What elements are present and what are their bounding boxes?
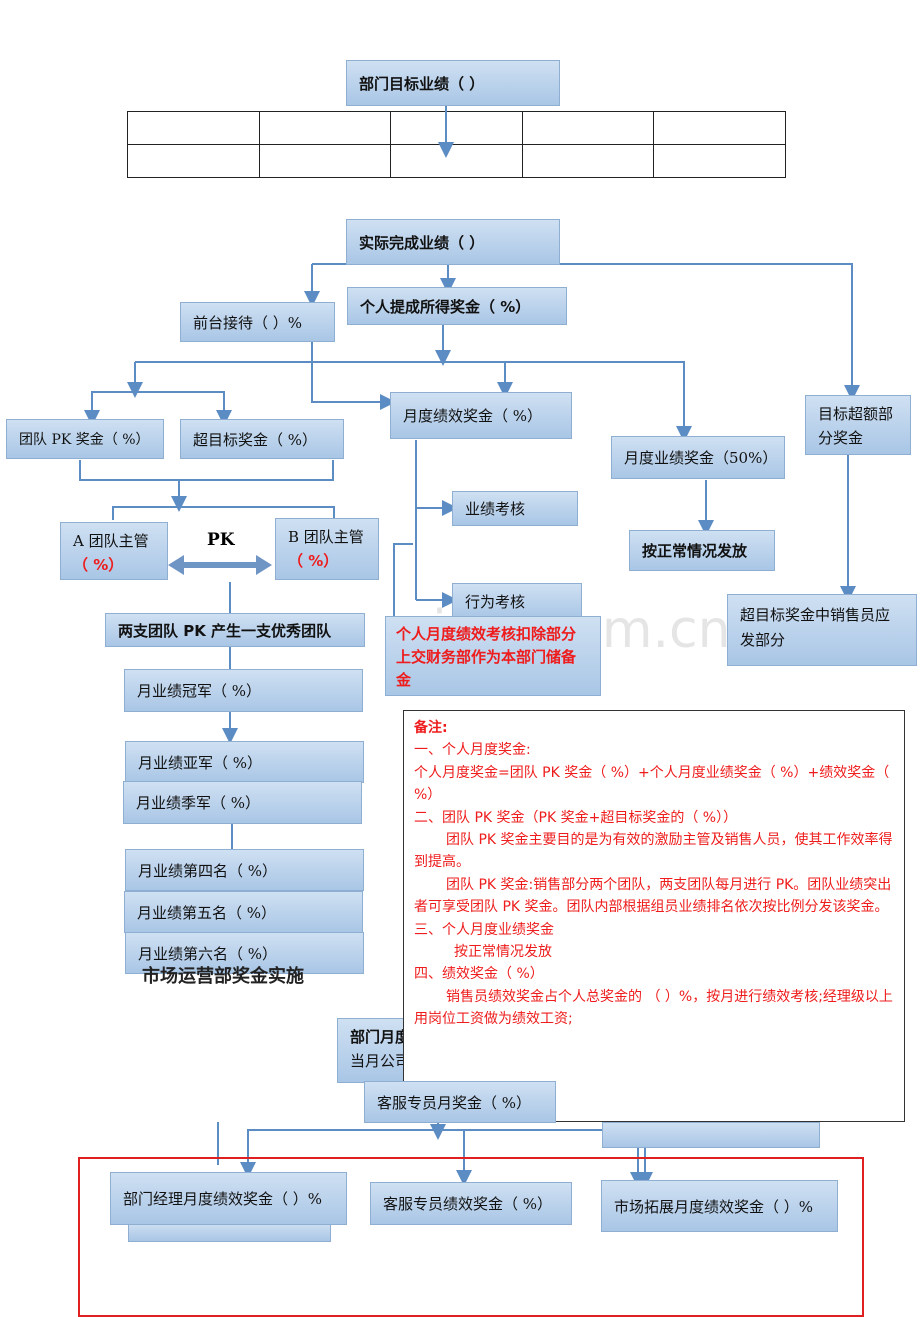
cs-performance-box: 客服专员绩效奖金（ %） <box>370 1182 572 1225</box>
reception-box: 前台接待（ ）% <box>180 302 335 342</box>
dept-monthly-line1: 部门月度 <box>350 1028 411 1046</box>
rank-3-box: 月业绩季军（ %） <box>123 781 362 824</box>
personal-commission-box: 个人提成所得奖金（ %） <box>347 287 567 325</box>
team-b-pct: （ %） <box>288 552 339 570</box>
note-2: 二、团队 PK 奖金（PK 奖金+超目标奖金的（ %）） <box>414 809 738 826</box>
notes-title: 备注: <box>414 720 448 736</box>
pay-normal-box: 按正常情况发放 <box>629 530 775 571</box>
deduction-note-box: 个人月度绩效考核扣除部分上交财务部作为本部门储备金 <box>385 616 601 696</box>
team-b-supervisor-box: B 团队主管 （ %） <box>275 518 379 580</box>
mgr-underlay-box <box>128 1222 331 1242</box>
note-3a: 按正常情况发放 <box>454 944 552 961</box>
over-target-sales-box: 超目标奖金中销售员应发部分 <box>727 594 917 666</box>
note-2b: 团队 PK 奖金:销售部分两个团队，两支团队每月进行 PK。团队业绩突出者可享受… <box>414 876 892 916</box>
behavior-review-box: 行为考核 <box>452 583 582 619</box>
monthly-sales-bonus-box: 月度业绩奖金（50%） <box>611 436 785 479</box>
team-a-label: A 团队主管 <box>73 532 149 550</box>
two-teams-pk-box: 两支团队 PK 产生一支优秀团队 <box>105 613 365 647</box>
right-blank-box <box>602 1122 820 1148</box>
rank-1-box: 月业绩冠军（ %） <box>124 669 363 712</box>
target-table <box>127 111 786 178</box>
rank-4-box: 月业绩第四名（ %） <box>125 849 364 891</box>
note-2a: 团队 PK 奖金主要目的是为有效的激励主管及销售人员，使其工作效率得到提高。 <box>414 832 893 871</box>
note-4a: 销售员绩效奖金占个人总奖金的 （ ）%，按月进行绩效考核;经理级以上用岗位工资做… <box>414 988 893 1028</box>
rank-2-box: 月业绩亚军（ %） <box>125 741 364 783</box>
note-3: 三、个人月度业绩奖金 <box>414 921 554 938</box>
dept-monthly-line2: 当月公司 <box>350 1052 411 1070</box>
team-b-label: B 团队主管 <box>288 528 364 546</box>
note-1: 一、个人月度奖金: <box>414 742 531 759</box>
actual-performance-box: 实际完成业绩（ ） <box>346 219 560 265</box>
notes-panel: 备注: 一、个人月度奖金: 个人月度奖金=团队 PK 奖金（ %）+个人月度业绩… <box>403 710 905 1122</box>
team-pk-bonus-box: 团队 PK 奖金（ %） <box>6 419 164 459</box>
market-expansion-box: 市场拓展月度绩效奖金（ ）% <box>601 1180 838 1232</box>
team-a-pct: （ %） <box>73 556 124 574</box>
dept-target-box: 部门目标业绩（ ） <box>346 60 560 106</box>
manager-performance-box: 部门经理月度绩效奖金（ ）% <box>110 1172 347 1225</box>
performance-review-box: 业绩考核 <box>452 491 578 526</box>
target-excess-bonus-box: 目标超额部分奖金 <box>805 395 911 455</box>
section-title: 市场运营部奖金实施 <box>142 966 304 987</box>
team-a-supervisor-box: A 团队主管 （ %） <box>60 522 168 580</box>
rank-6-box: 月业绩第六名（ %） <box>125 932 364 974</box>
note-1a: 个人月度奖金=团队 PK 奖金（ %）+个人月度业绩奖金（ %）+绩效奖金（ %… <box>414 764 890 804</box>
monthly-performance-bonus-box: 月度绩效奖金（ %） <box>390 392 572 439</box>
over-target-bonus-box: 超目标奖金（ %） <box>180 419 344 459</box>
rank-5-box: 月业绩第五名（ %） <box>124 891 363 933</box>
note-4: 四、绩效奖金（ %） <box>414 966 544 983</box>
cs-monthly-bonus-box: 客服专员月奖金（ %） <box>364 1081 556 1123</box>
pk-label: PK <box>207 530 235 550</box>
